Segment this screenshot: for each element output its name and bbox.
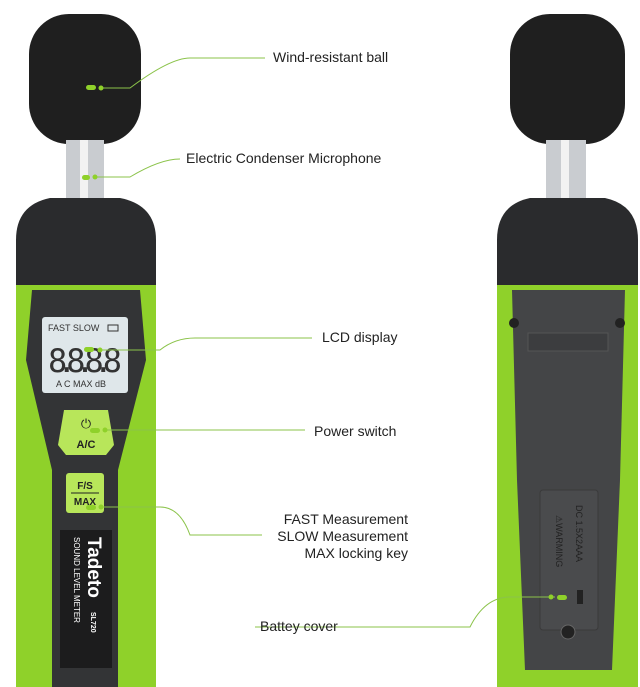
battery-cover[interactable]: [539, 489, 599, 631]
lcd-screen: [42, 317, 128, 393]
callout-power: Power switch: [314, 423, 397, 439]
callout-lcd: LCD display: [322, 329, 398, 345]
battery-icon: [107, 324, 119, 332]
callout-fast-slow-max: FAST Measurement SLOW Measurement MAX lo…: [277, 511, 408, 562]
product-name: SOUND LEVEL METER: [72, 537, 81, 623]
callout-microphone: Electric Condenser Microphone: [186, 150, 382, 166]
back-device: ⚠WARMING DC 1.5X2AAA: [497, 14, 638, 687]
callout-wind-ball: Wind-resistant ball: [273, 49, 389, 65]
model-number: SL720: [89, 612, 96, 633]
max-label: MAX: [74, 497, 97, 508]
power-icon: ⏻: [81, 416, 91, 431]
lcd-bottom-text: A C MAX dB: [56, 379, 106, 389]
lcd-top-text: FAST SLOW: [48, 323, 100, 333]
brand-panel: [60, 530, 112, 668]
power-button-label: A/C: [77, 439, 96, 451]
callout-battery: Battey cover: [260, 618, 338, 634]
callout-dots: [82, 85, 567, 600]
battery-spec: DC 1.5X2AAA: [574, 505, 584, 562]
wind-ball: [29, 14, 141, 144]
brand-name: Tadeto: [83, 537, 104, 598]
callout-slow: SLOW Measurement: [277, 528, 408, 544]
back-wind-ball: [510, 14, 625, 144]
callout-max: MAX locking key: [304, 545, 408, 561]
power-button[interactable]: [58, 410, 114, 455]
front-device: FAST SLOW 8.8.8.8 A C MAX dB ⏻ A/C F/S M…: [16, 14, 156, 687]
head-black: [16, 198, 156, 285]
screw-icon: [560, 624, 576, 640]
fs-label: F/S: [77, 481, 93, 492]
warning-text: ⚠WARMING: [554, 515, 564, 567]
callout-fast: FAST Measurement: [283, 511, 408, 527]
callout-lines: [95, 57, 555, 628]
